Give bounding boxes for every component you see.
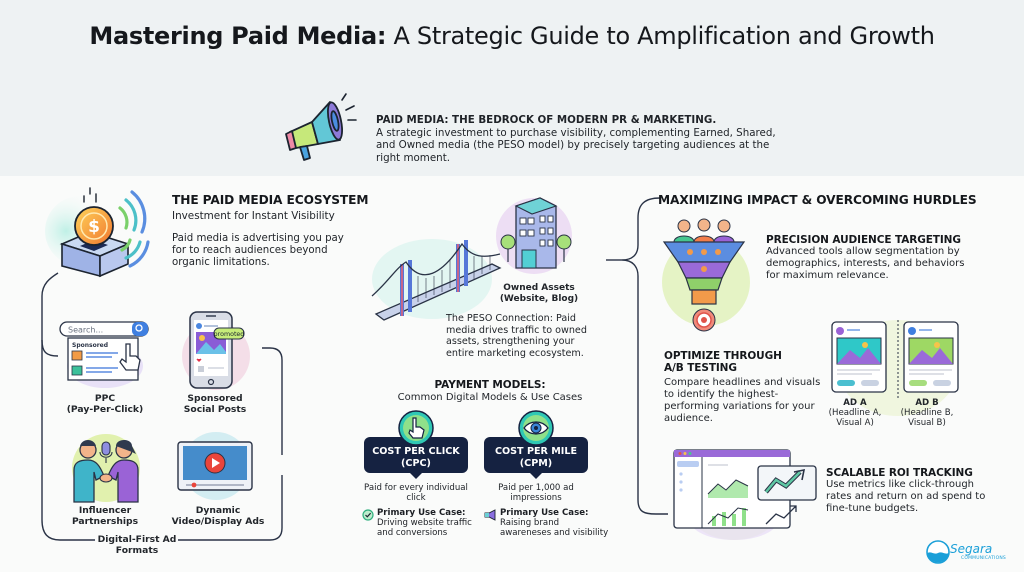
format-influencer-line1: Influencer: [78, 505, 132, 516]
format-ppc-line2: (Pay-Per-Click): [66, 404, 144, 415]
megaphone-icon: [285, 93, 357, 161]
cpm-abbr: (CPM): [519, 458, 553, 469]
formats-label: Digital-First Ad Formats: [96, 534, 178, 556]
building-icon: [496, 197, 572, 274]
roi-text: Use metrics like click-through rates and…: [826, 479, 986, 514]
cpc-use-label: Primary Use Case:: [377, 508, 466, 518]
promoted-badge: promoted: [214, 331, 245, 338]
phone-post-icon: promoted: [182, 311, 250, 390]
format-influencer-label: Influencer Partnerships: [55, 505, 155, 527]
cpm-use-text: Raising brand awareneses and visibility: [500, 518, 609, 538]
ecosystem-text: Paid media is advertising you pay for to…: [172, 233, 344, 268]
cpc-use-text: Driving website traffic and conversions: [377, 518, 472, 538]
video-player-icon: [177, 432, 253, 500]
ad-b-title: AD B: [915, 398, 939, 408]
ad-a-title: AD A: [843, 398, 867, 408]
page-title: Mastering Paid Media: A Strategic Guide …: [0, 22, 1024, 50]
ad-b-sub2: Visual B): [908, 418, 946, 428]
cpc-abbr: (CPC): [401, 458, 431, 469]
coin-slot-icon: $: [45, 187, 150, 278]
ab-heading-line1: OPTIMIZE THROUGH: [664, 350, 782, 362]
ecosystem-heading: THE PAID MEDIA ECOSYSTEM: [172, 193, 369, 207]
cpm-megaphone-icon: [484, 509, 496, 521]
format-social-line2: Social Posts: [183, 404, 247, 415]
cpm-title: COST PER MILE: [494, 446, 578, 457]
logo-name: Segara: [950, 542, 993, 556]
format-video-label: Dynamic Video/Display Ads: [163, 505, 273, 527]
ad-b-sub1: (Headline B,: [900, 408, 954, 418]
cpc-use-case: Primary Use Case: Driving website traffi…: [377, 508, 477, 538]
cpc-desc: Paid for every individual click: [364, 483, 468, 503]
search-placeholder: Search...: [68, 326, 103, 335]
logo-tagline: COMMUNICATIONS: [961, 556, 1006, 561]
owned-assets-label: Owned Assets (Website, Blog): [494, 283, 584, 305]
cpm-use-label: Primary Use Case:: [500, 508, 589, 518]
svg-text:$: $: [88, 217, 100, 237]
ab-heading: OPTIMIZE THROUGH A/B TESTING: [664, 350, 782, 374]
payment-heading: PAYMENT MODELS:: [434, 379, 546, 391]
ad-b-label: AD B (Headline B, Visual B): [894, 398, 960, 428]
peso-text: The PESO Connection: Paid media drives t…: [446, 313, 587, 359]
intro-text: A strategic investment to purchase visib…: [376, 126, 776, 164]
ad-a-sub2: Visual A): [836, 418, 874, 428]
targeting-text: Advanced tools allow segmentation by dem…: [766, 246, 965, 281]
ab-text: Compare headlines and visuals to identif…: [664, 377, 821, 424]
intro-heading: PAID MEDIA: THE BEDROCK OF MODERN PR & M…: [376, 114, 717, 126]
segara-logo-icon: [926, 540, 950, 564]
format-social-line1: Sponsored: [187, 393, 243, 404]
format-ppc-line1: PPC: [94, 393, 116, 404]
eye-icon: [518, 410, 554, 446]
ad-a-label: AD A (Headline A, Visual A): [822, 398, 888, 428]
ab-test-icon: [831, 320, 959, 416]
title-rest: A Strategic Guide to Amplification and G…: [386, 22, 935, 50]
format-video-line1: Dynamic: [195, 505, 241, 516]
search-ad-icon: Search... Sponsored: [59, 321, 149, 388]
cpc-title: COST PER CLICK: [372, 446, 460, 457]
ab-heading-line2: A/B TESTING: [664, 362, 737, 374]
owned-assets-line1: Owned Assets: [503, 283, 575, 293]
roi-heading: SCALABLE ROI TRACKING: [826, 467, 973, 479]
owned-assets-line2: (Website, Blog): [499, 294, 579, 304]
cpm-use-case: Primary Use Case: Raising brand awarenes…: [500, 508, 610, 538]
dashboard-chart-icon: [673, 449, 817, 540]
pointer-click-icon: [398, 410, 434, 446]
format-ppc-label: PPC (Pay-Per-Click): [55, 393, 155, 415]
intro-block: PAID MEDIA: THE BEDROCK OF MODERN PR & M…: [376, 114, 776, 164]
header-band: [0, 0, 1024, 176]
ad-a-sub1: (Headline A,: [828, 408, 882, 418]
funnel-target-icon: [662, 218, 750, 332]
check-circle-icon: [362, 509, 374, 521]
sponsored-label: Sponsored: [72, 342, 108, 349]
handshake-icon: [72, 434, 140, 503]
format-social-label: Sponsored Social Posts: [165, 393, 265, 415]
bridge-icon: [371, 239, 502, 321]
payment-subheading: Common Digital Models & Use Cases: [397, 392, 583, 403]
format-video-line2: Video/Display Ads: [171, 516, 265, 527]
cpm-desc: Paid per 1,000 ad impressions: [498, 483, 574, 503]
format-influencer-line2: Partnerships: [71, 516, 139, 527]
ecosystem-subheading: Investment for Instant Visibility: [172, 210, 335, 222]
impact-heading: MAXIMIZING IMPACT & OVERCOMING HURDLES: [658, 193, 977, 207]
targeting-heading: PRECISION AUDIENCE TARGETING: [766, 234, 961, 246]
title-bold: Mastering Paid Media:: [89, 22, 387, 50]
